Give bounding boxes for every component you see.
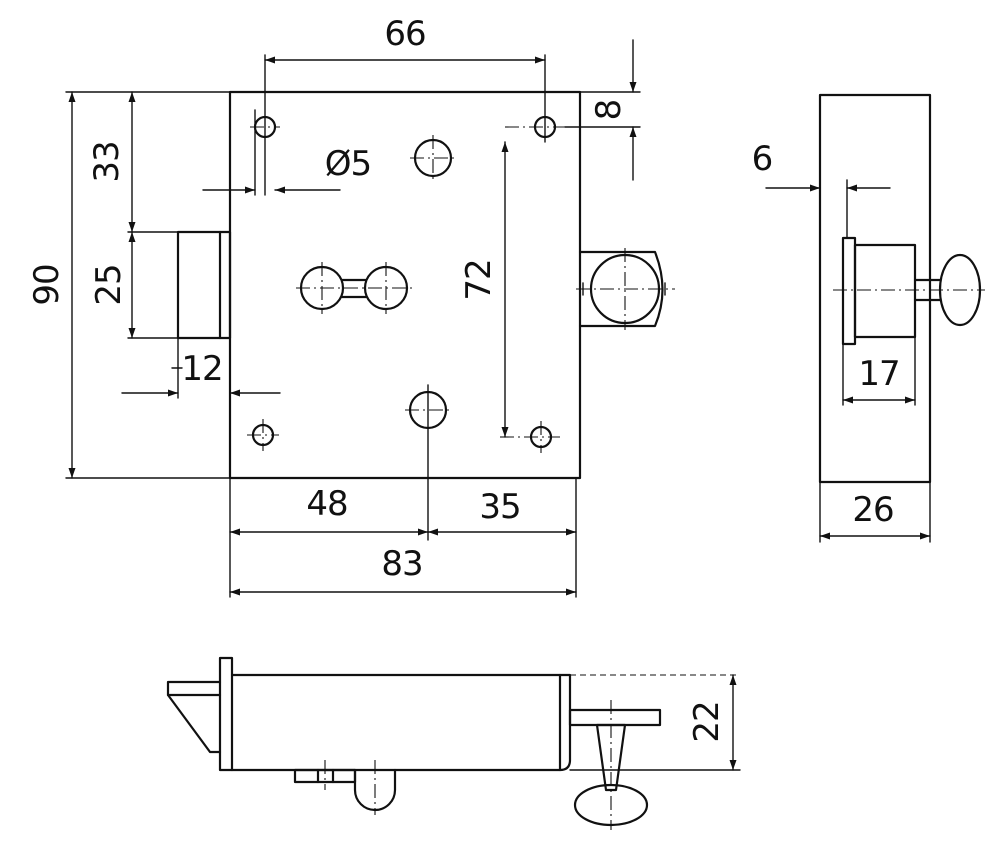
dim-hole-diameter: Ø5 <box>325 144 371 184</box>
dim-bolt-length: 17 <box>858 354 899 394</box>
dim-plate-thickness: 6 <box>752 139 773 179</box>
bottom-view: 22 <box>166 656 741 830</box>
front-view: 66 8 Ø5 90 33 25 12 72 <box>27 14 675 598</box>
dim-vertical-hole-spacing: 72 <box>459 259 499 300</box>
dim-body-depth: 26 <box>852 490 893 530</box>
spindle-hole-bottom <box>405 384 451 541</box>
mounting-hole-bottom-left <box>247 419 279 451</box>
lock-case-outline <box>228 90 582 480</box>
mounting-hole-top-right <box>505 54 565 143</box>
side-case-outline <box>818 93 932 484</box>
spindle-hole-top <box>410 135 456 181</box>
mounting-hole-bottom-right <box>500 421 560 453</box>
dim-bolt-height: 25 <box>89 264 129 305</box>
dim-top-margin: 8 <box>589 100 629 121</box>
keyhole <box>296 262 412 314</box>
right-latch-knob <box>576 248 675 330</box>
dim-left-to-center: 48 <box>306 484 347 524</box>
dim-overall-width: 83 <box>381 544 422 584</box>
dim-height-to-bolt: 33 <box>87 141 127 182</box>
dim-body-height-side: 22 <box>687 701 727 742</box>
dim-top-hole-spacing: 66 <box>384 14 425 54</box>
side-view: 6 17 26 <box>752 93 985 543</box>
dim-center-to-right: 35 <box>479 487 520 527</box>
dim-overall-height: 90 <box>27 264 67 305</box>
left-bolt <box>176 230 232 340</box>
dim-bolt-projection: 12 <box>181 349 222 389</box>
